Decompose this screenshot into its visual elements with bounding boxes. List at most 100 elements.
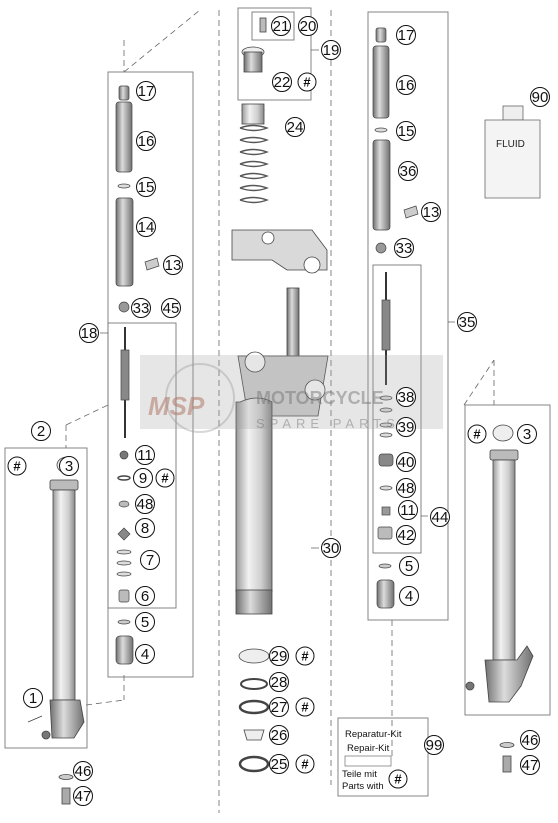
callout-number: 13 <box>423 204 440 221</box>
callout-number: 21 <box>273 18 290 35</box>
callout-p47b: 47 <box>520 755 540 775</box>
callout-circle <box>399 556 419 576</box>
callout-circle <box>135 644 155 664</box>
callout-p28: 28 <box>269 672 289 692</box>
callout-p90: 90 <box>530 87 550 107</box>
callout-circle <box>136 177 156 197</box>
callout-number: 33 <box>396 240 413 257</box>
callout-circle <box>135 612 155 632</box>
callout-number: 48 <box>398 480 415 497</box>
callout-p6: 6 <box>135 586 155 606</box>
callout-number: 2 <box>37 423 45 440</box>
callout-circle <box>520 730 540 750</box>
callout-circle <box>135 445 155 465</box>
callout-p11a: 11 <box>135 445 155 465</box>
callout-number: 1 <box>29 690 37 707</box>
callout-p46a: 46 <box>73 761 93 781</box>
callout-circle <box>31 421 51 441</box>
callout-p2: 2 <box>31 421 51 441</box>
hash-symbol: # <box>301 700 309 715</box>
callout-number: 18 <box>81 325 98 342</box>
callout-p21: 21 <box>271 16 291 36</box>
callout-number: 42 <box>398 527 415 544</box>
callout-number: 19 <box>323 42 340 59</box>
callout-number: 40 <box>398 454 415 471</box>
callout-p42: 42 <box>396 525 416 545</box>
callout-p15a: 15 <box>136 177 156 197</box>
kit-line-1: Reparatur-Kit <box>345 729 402 740</box>
callout-number: 46 <box>75 763 92 780</box>
callout-p29: 29 <box>269 646 289 666</box>
right-damper-cartridge <box>372 27 419 609</box>
callout-number: 33 <box>133 300 150 317</box>
hash-marker-3: # <box>297 72 317 92</box>
callout-number: 22 <box>274 74 291 91</box>
callout-circle <box>23 688 43 708</box>
hash-marker-4: # <box>295 646 315 666</box>
callout-p14: 14 <box>136 217 156 237</box>
kit-line-4: Parts with <box>342 781 384 792</box>
callout-circle <box>424 735 444 755</box>
hash-marker-1: # <box>467 424 487 444</box>
callout-number: 28 <box>271 674 288 691</box>
dashed-guides <box>65 9 495 813</box>
callout-p24: 24 <box>285 117 305 137</box>
hash-symbol: # <box>473 427 481 442</box>
callout-number: 7 <box>146 552 154 569</box>
centre-fork-assembly <box>231 17 329 773</box>
hash-symbol: # <box>13 459 21 474</box>
callout-p13a: 13 <box>163 255 183 275</box>
callout-number: 4 <box>141 646 149 663</box>
callout-p27: 27 <box>269 697 289 717</box>
callout-circle <box>271 16 291 36</box>
callout-number: 29 <box>271 648 288 665</box>
callout-p4a: 4 <box>135 644 155 664</box>
callout-circle <box>269 697 289 717</box>
callout-circle <box>136 217 156 237</box>
callout-circle <box>399 586 419 606</box>
callout-circle <box>396 121 416 141</box>
callout-p26: 26 <box>269 725 289 745</box>
hash-circle <box>297 72 317 92</box>
callout-p18: 18 <box>79 323 99 343</box>
group-boxes <box>4 7 551 797</box>
callout-number: 38 <box>398 389 415 406</box>
callout-p17a: 17 <box>136 81 156 101</box>
callout-p7: 7 <box>140 550 160 570</box>
callout-number: 5 <box>141 614 149 631</box>
callout-circle <box>135 586 155 606</box>
callout-circle <box>135 518 155 538</box>
callout-p44: 44 <box>430 507 450 527</box>
callout-p15b: 15 <box>396 121 416 141</box>
ktm-logo <box>344 755 392 767</box>
callout-circle <box>398 161 418 181</box>
hash-symbol: # <box>301 649 309 664</box>
hash-marker-6: # <box>295 754 315 774</box>
callout-p36: 36 <box>398 161 418 181</box>
callout-p48a: 48 <box>135 494 155 514</box>
callout-p33b: 33 <box>394 238 414 258</box>
watermark-brand: MOTORCYCLE <box>256 388 384 408</box>
callout-p4b: 4 <box>399 586 419 606</box>
callout-circle <box>394 238 414 258</box>
callout-p19: 19 <box>321 40 341 60</box>
fork-oil-bottle: FLUID <box>484 105 541 199</box>
watermark-logo: MSP <box>148 391 205 421</box>
hash-circle <box>295 754 315 774</box>
callout-p46b: 46 <box>520 730 540 750</box>
callout-number: 90 <box>532 89 549 106</box>
watermark: MSP MOTORCYCLE SPARE PARTS <box>140 355 443 433</box>
callout-number: 46 <box>522 732 539 749</box>
callout-p45: 45 <box>161 298 181 318</box>
callout-circle <box>530 87 550 107</box>
callout-p3b: 3 <box>517 424 537 444</box>
callout-number: 16 <box>398 77 415 94</box>
callout-circle <box>285 117 305 137</box>
hash-layer: ######## <box>7 72 487 789</box>
callout-circle <box>133 468 153 488</box>
callout-number: 17 <box>138 83 155 100</box>
hash-marker-2: # <box>155 468 175 488</box>
callout-p35: 35 <box>457 312 477 332</box>
callout-circle <box>79 323 99 343</box>
callout-circle <box>161 298 181 318</box>
